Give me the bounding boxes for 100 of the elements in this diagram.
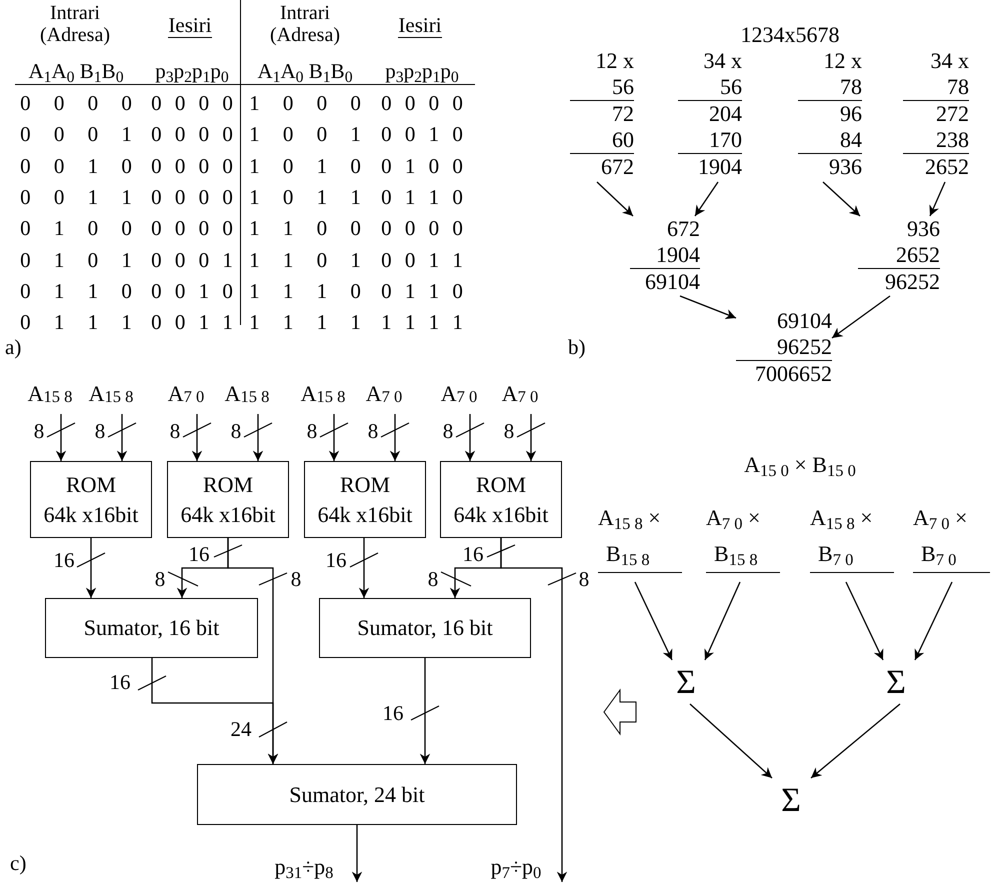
rom-block	[440, 461, 562, 538]
table-cell-text: 0 0 0 0	[150, 90, 234, 114]
number: 272	[935, 101, 969, 127]
bus-width-label: 24	[230, 716, 252, 740]
bus-width-label: 8	[32, 419, 46, 443]
block-label: ROM	[476, 470, 526, 498]
table-cell-text: 1 1 0 0	[248, 215, 362, 240]
bus-arrow	[500, 538, 576, 882]
panel-label: b)	[568, 334, 586, 358]
bus-arrow	[76, 538, 106, 598]
adder-block	[197, 764, 517, 825]
number: 34 x	[930, 48, 969, 74]
arrow	[596, 182, 634, 216]
table-cell-text: 1 1 1 1	[380, 309, 464, 334]
bus-width-label: 8	[502, 419, 516, 443]
number: 78	[798, 74, 862, 101]
number: 34 x	[702, 48, 742, 74]
number: 12 x	[822, 48, 862, 74]
bus-arrow	[516, 414, 546, 461]
number: 12 x	[594, 48, 634, 74]
sum-symbol: Σ	[666, 660, 706, 704]
rom-block	[30, 461, 152, 538]
table-cell-text: 0 0 0 0	[150, 121, 234, 146]
table-cell-text: 0 1 0 1	[19, 246, 133, 270]
bus-width-label: 8	[306, 419, 318, 443]
product-term: B$_{7 0}$	[913, 536, 990, 573]
column-header: A$_{1}$A$_{0}$ B$_{1}$B$_{0}$	[27, 58, 125, 84]
product-term: B$_{7 0}$	[810, 536, 894, 573]
bus-width-label: 8	[366, 419, 380, 443]
table-cell-text: 1 0 1 1	[248, 184, 362, 208]
number: 1904	[630, 242, 700, 269]
bus-width-label: 8	[154, 567, 166, 591]
bus-arrow	[46, 414, 76, 461]
table-cell-text: 0 1 0 0	[19, 215, 133, 240]
bus-arrow	[138, 658, 278, 764]
bus-arrow	[182, 414, 212, 461]
arrow	[634, 582, 673, 660]
number: 936	[828, 154, 862, 180]
adder-block	[319, 598, 531, 658]
sum-symbol: Σ	[876, 660, 916, 704]
number: 56	[570, 74, 634, 101]
table-cell-text: 0 0 1 1	[19, 184, 133, 208]
table-cell-text: 1 1 1 0	[248, 278, 362, 302]
number: 672	[600, 154, 634, 180]
bus-arrow	[456, 414, 484, 461]
bus-width-label: 8	[94, 419, 106, 443]
column-header: p$_{3}$p$_{2}$p$_{1}$p$_{0}$	[154, 58, 230, 84]
table-cell-text: 0 0 1 0	[380, 121, 464, 146]
table-cell-text: 0 1 1 0	[19, 278, 133, 302]
number: 672	[666, 216, 700, 242]
bus-arrow	[320, 414, 348, 461]
panel-label: c)	[10, 850, 28, 874]
number: 96	[839, 101, 862, 127]
number: 238	[903, 127, 969, 154]
bus-width-label: 8	[578, 567, 590, 591]
column-header: Intrari (Adresa)	[39, 2, 111, 48]
bus-arrow	[108, 414, 136, 461]
block-label: ROM	[340, 470, 390, 498]
rom-block	[167, 461, 289, 538]
product-term: A$_{15 8}$ ×	[598, 504, 662, 536]
block-label: ROM	[66, 470, 116, 498]
table-cell-text: 1 0 1 0	[248, 152, 362, 177]
product-term: A$_{7 0}$ ×	[706, 504, 762, 536]
arrow	[914, 582, 953, 660]
block-label: ROM	[202, 470, 254, 498]
table-cell-text: 0 0 0 0	[19, 90, 133, 114]
number: 56	[678, 74, 742, 101]
arrow	[690, 704, 772, 778]
output-label: p$_{7}$÷p$_{0}$	[490, 853, 542, 882]
input-label: A$_{7 0}$	[489, 372, 551, 414]
table-cell-text: 0 0 0 0	[150, 184, 234, 208]
arrow	[694, 182, 719, 216]
arrow	[929, 182, 946, 216]
block-label: 64k x16bit	[44, 500, 138, 528]
number: 2652	[924, 154, 969, 180]
input-label: A$_{15 8}$	[292, 372, 354, 414]
number: 96252	[736, 334, 832, 361]
table-cell-text: 0 1 1 0	[380, 184, 464, 208]
bus-width-label: 16	[382, 701, 404, 725]
number: 170	[678, 127, 742, 154]
bus-width-label: 16	[188, 541, 210, 565]
table-cell-text: 0 0 0 0	[150, 152, 234, 177]
bus-arrow	[380, 414, 410, 461]
number: 72	[611, 101, 634, 127]
bus-width-label: 8	[426, 567, 440, 591]
block-label: 64k x16bit	[454, 500, 548, 528]
number: 69104	[644, 269, 700, 295]
expression-title: A$_{15 0}$ × B$_{15 0}$	[743, 451, 857, 482]
bus-width-label: 16	[462, 541, 484, 565]
rom-block	[304, 461, 426, 538]
table-cell-text: 1 1 1 1	[248, 309, 362, 334]
number: 69104	[776, 308, 832, 334]
number: 78	[903, 74, 969, 101]
adder-block	[45, 598, 258, 658]
table-cell-text: 0 0 1 0	[150, 278, 234, 302]
table-cell-text: 1 0 0 1	[248, 121, 362, 146]
block-label: Sumator, 16 bit	[84, 614, 220, 642]
arrow	[832, 295, 890, 339]
input-label: A$_{7 0}$	[428, 372, 490, 414]
number: 204	[708, 101, 742, 127]
